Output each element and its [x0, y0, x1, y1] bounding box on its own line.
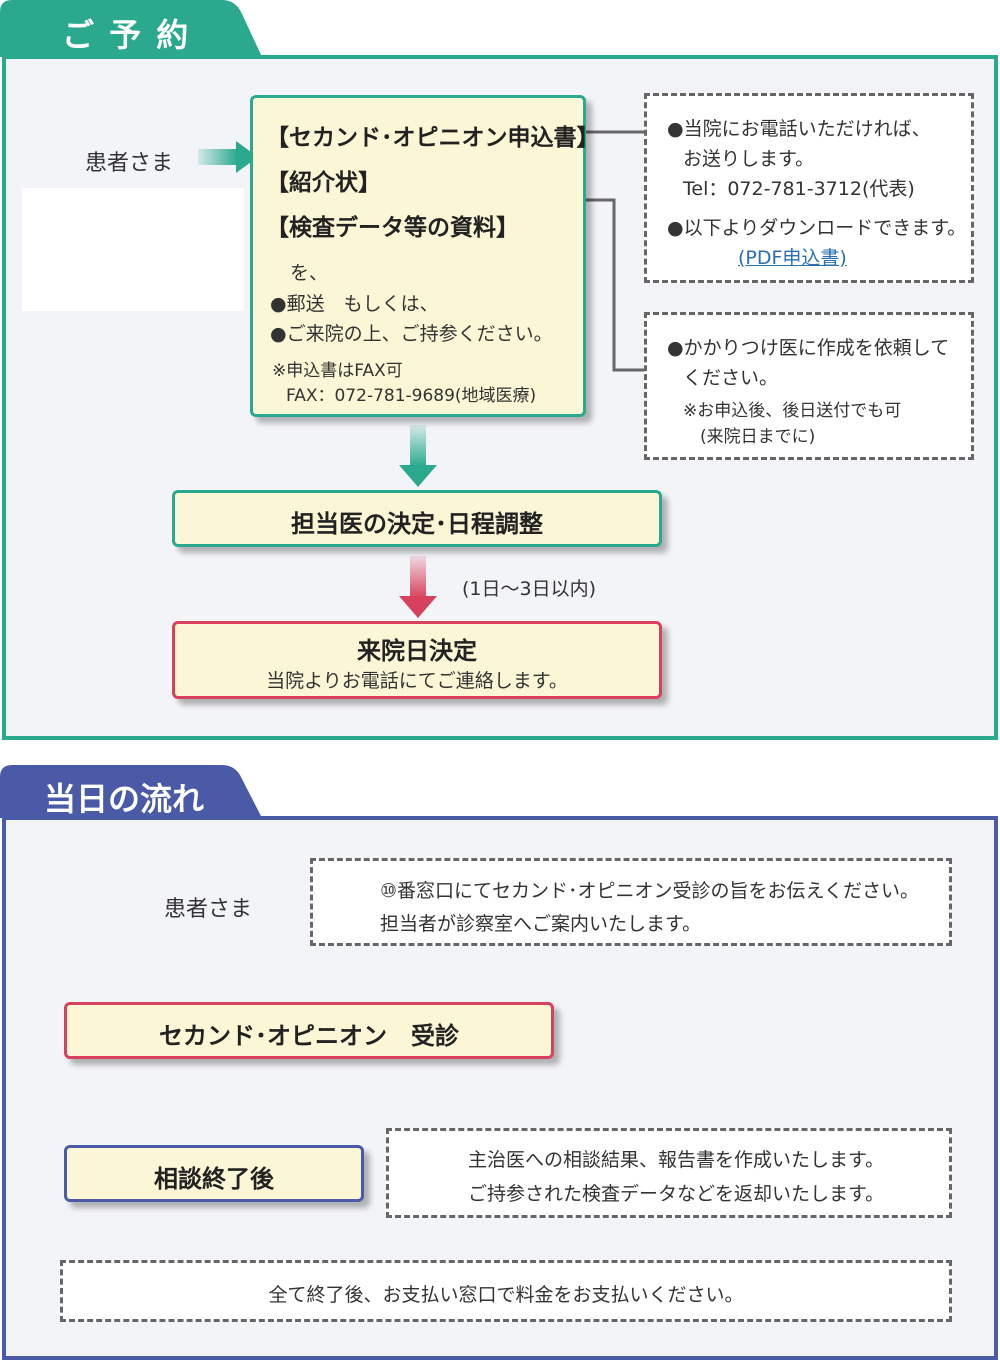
phone-line1: ●当院にお電話いただければ、: [667, 118, 931, 140]
blank-area: [22, 188, 244, 311]
dayflow-title: 当日の流れ: [44, 780, 205, 818]
payment-info: [60, 1260, 952, 1322]
dayflow-patient-label: 患者さま: [164, 897, 253, 922]
download-line: ●以下よりダウンロードできます。: [667, 217, 967, 239]
referral-note1: ※お申込後、後日送付でも可: [683, 401, 902, 421]
fax-number: FAX：072-781-9689(地域医療): [286, 386, 537, 406]
reception-line2: 担当者が診察室へご案内いたします。: [380, 913, 702, 935]
after-consultation-label: 相談終了後: [154, 1165, 274, 1193]
visit-date-title: 来院日決定: [357, 637, 477, 665]
method-visit: ●ご来院の上、ご持参ください。: [270, 323, 553, 345]
report-line2: ご持参された検査データなどを返却いたします。: [468, 1183, 885, 1205]
doc-exam-data: 【検査データ等の資料】: [266, 215, 519, 241]
dayflow-tab-shape: [0, 765, 262, 818]
referral-note2: (来院日までに): [700, 427, 816, 447]
application-docs-box: [250, 95, 586, 417]
reception-info: [310, 858, 952, 946]
reservation-tab-shape: [0, 0, 262, 57]
referral-line2: ください。: [683, 367, 779, 389]
phone-download-info: [644, 93, 974, 283]
reception-line1: ⑩番窓口にてセカンド･オピニオン受診の旨をお伝えください。: [380, 880, 919, 902]
phone-tel: Tel：072-781-3712(代表): [683, 178, 915, 200]
days-note: (1日～3日以内): [462, 578, 597, 600]
payment-line: 全て終了後、お支払い窓口で料金をお支払いください。: [268, 1284, 744, 1306]
after-consultation-box: [64, 1145, 364, 1202]
visit-date-box: [172, 621, 662, 699]
patient-label: 患者さま: [85, 151, 174, 176]
method-mail: ●郵送 もしくは、: [270, 293, 439, 315]
method-wo: を、: [290, 262, 329, 284]
pdf-application-link[interactable]: (PDF申込書): [738, 247, 847, 269]
doc-referral-letter: 【紹介状】: [266, 170, 381, 196]
report-line1: 主治医への相談結果、報告書を作成いたします。: [468, 1149, 885, 1171]
visit-date-sub: 当院よりお電話にてご連絡します。: [266, 670, 568, 692]
phone-line2: お送りします。: [683, 148, 815, 170]
fax-note: ※申込書はFAX可: [272, 361, 403, 381]
doctor-scheduling-box: [172, 490, 662, 547]
report-info: [386, 1128, 952, 1218]
consultation-box: [64, 1002, 554, 1059]
referral-line1: ●かかりつけ医に作成を依頼して: [667, 337, 950, 359]
doctor-scheduling-label: 担当医の決定･日程調整: [291, 510, 543, 538]
doc-application-form: 【セカンド･オピニオン申込書】: [266, 125, 600, 151]
consultation-label: セカンド･オピニオン 受診: [159, 1022, 459, 1050]
referral-info: [644, 312, 974, 460]
reservation-title: ご 予 約: [62, 16, 191, 54]
